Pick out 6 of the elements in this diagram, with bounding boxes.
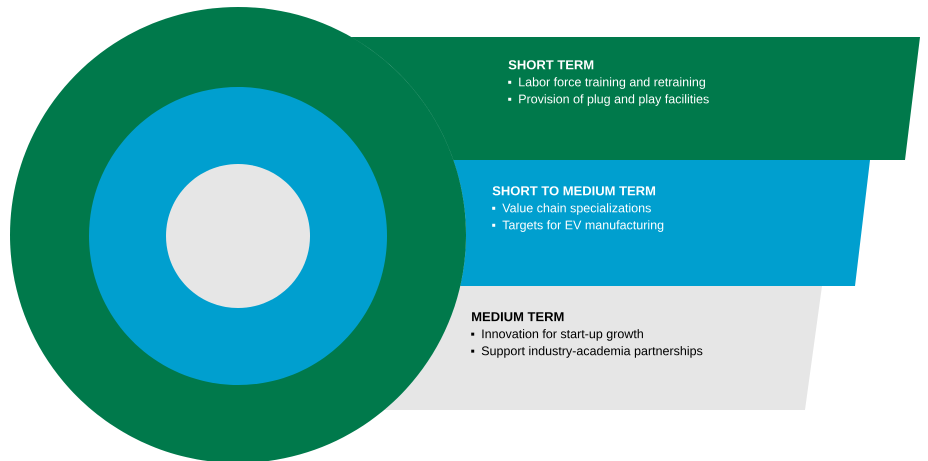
node-label: SHORT TERM	[508, 60, 594, 70]
node-label: Provision of plug and play facilities	[519, 94, 709, 106]
timeline-band: SHORT TO MEDIUM TERM Value chain specializations Targets for EV manufacturing	[453, 160, 870, 286]
timeline-band: MEDIUM TERM Innovation for start-up growth Support industry-academia partnerships	[384, 286, 822, 410]
node-label: Labor force training and retraining	[519, 77, 705, 89]
timeline-band: SHORT TERM Labor force training and retraining Provision of plug and play facilities	[351, 37, 920, 160]
